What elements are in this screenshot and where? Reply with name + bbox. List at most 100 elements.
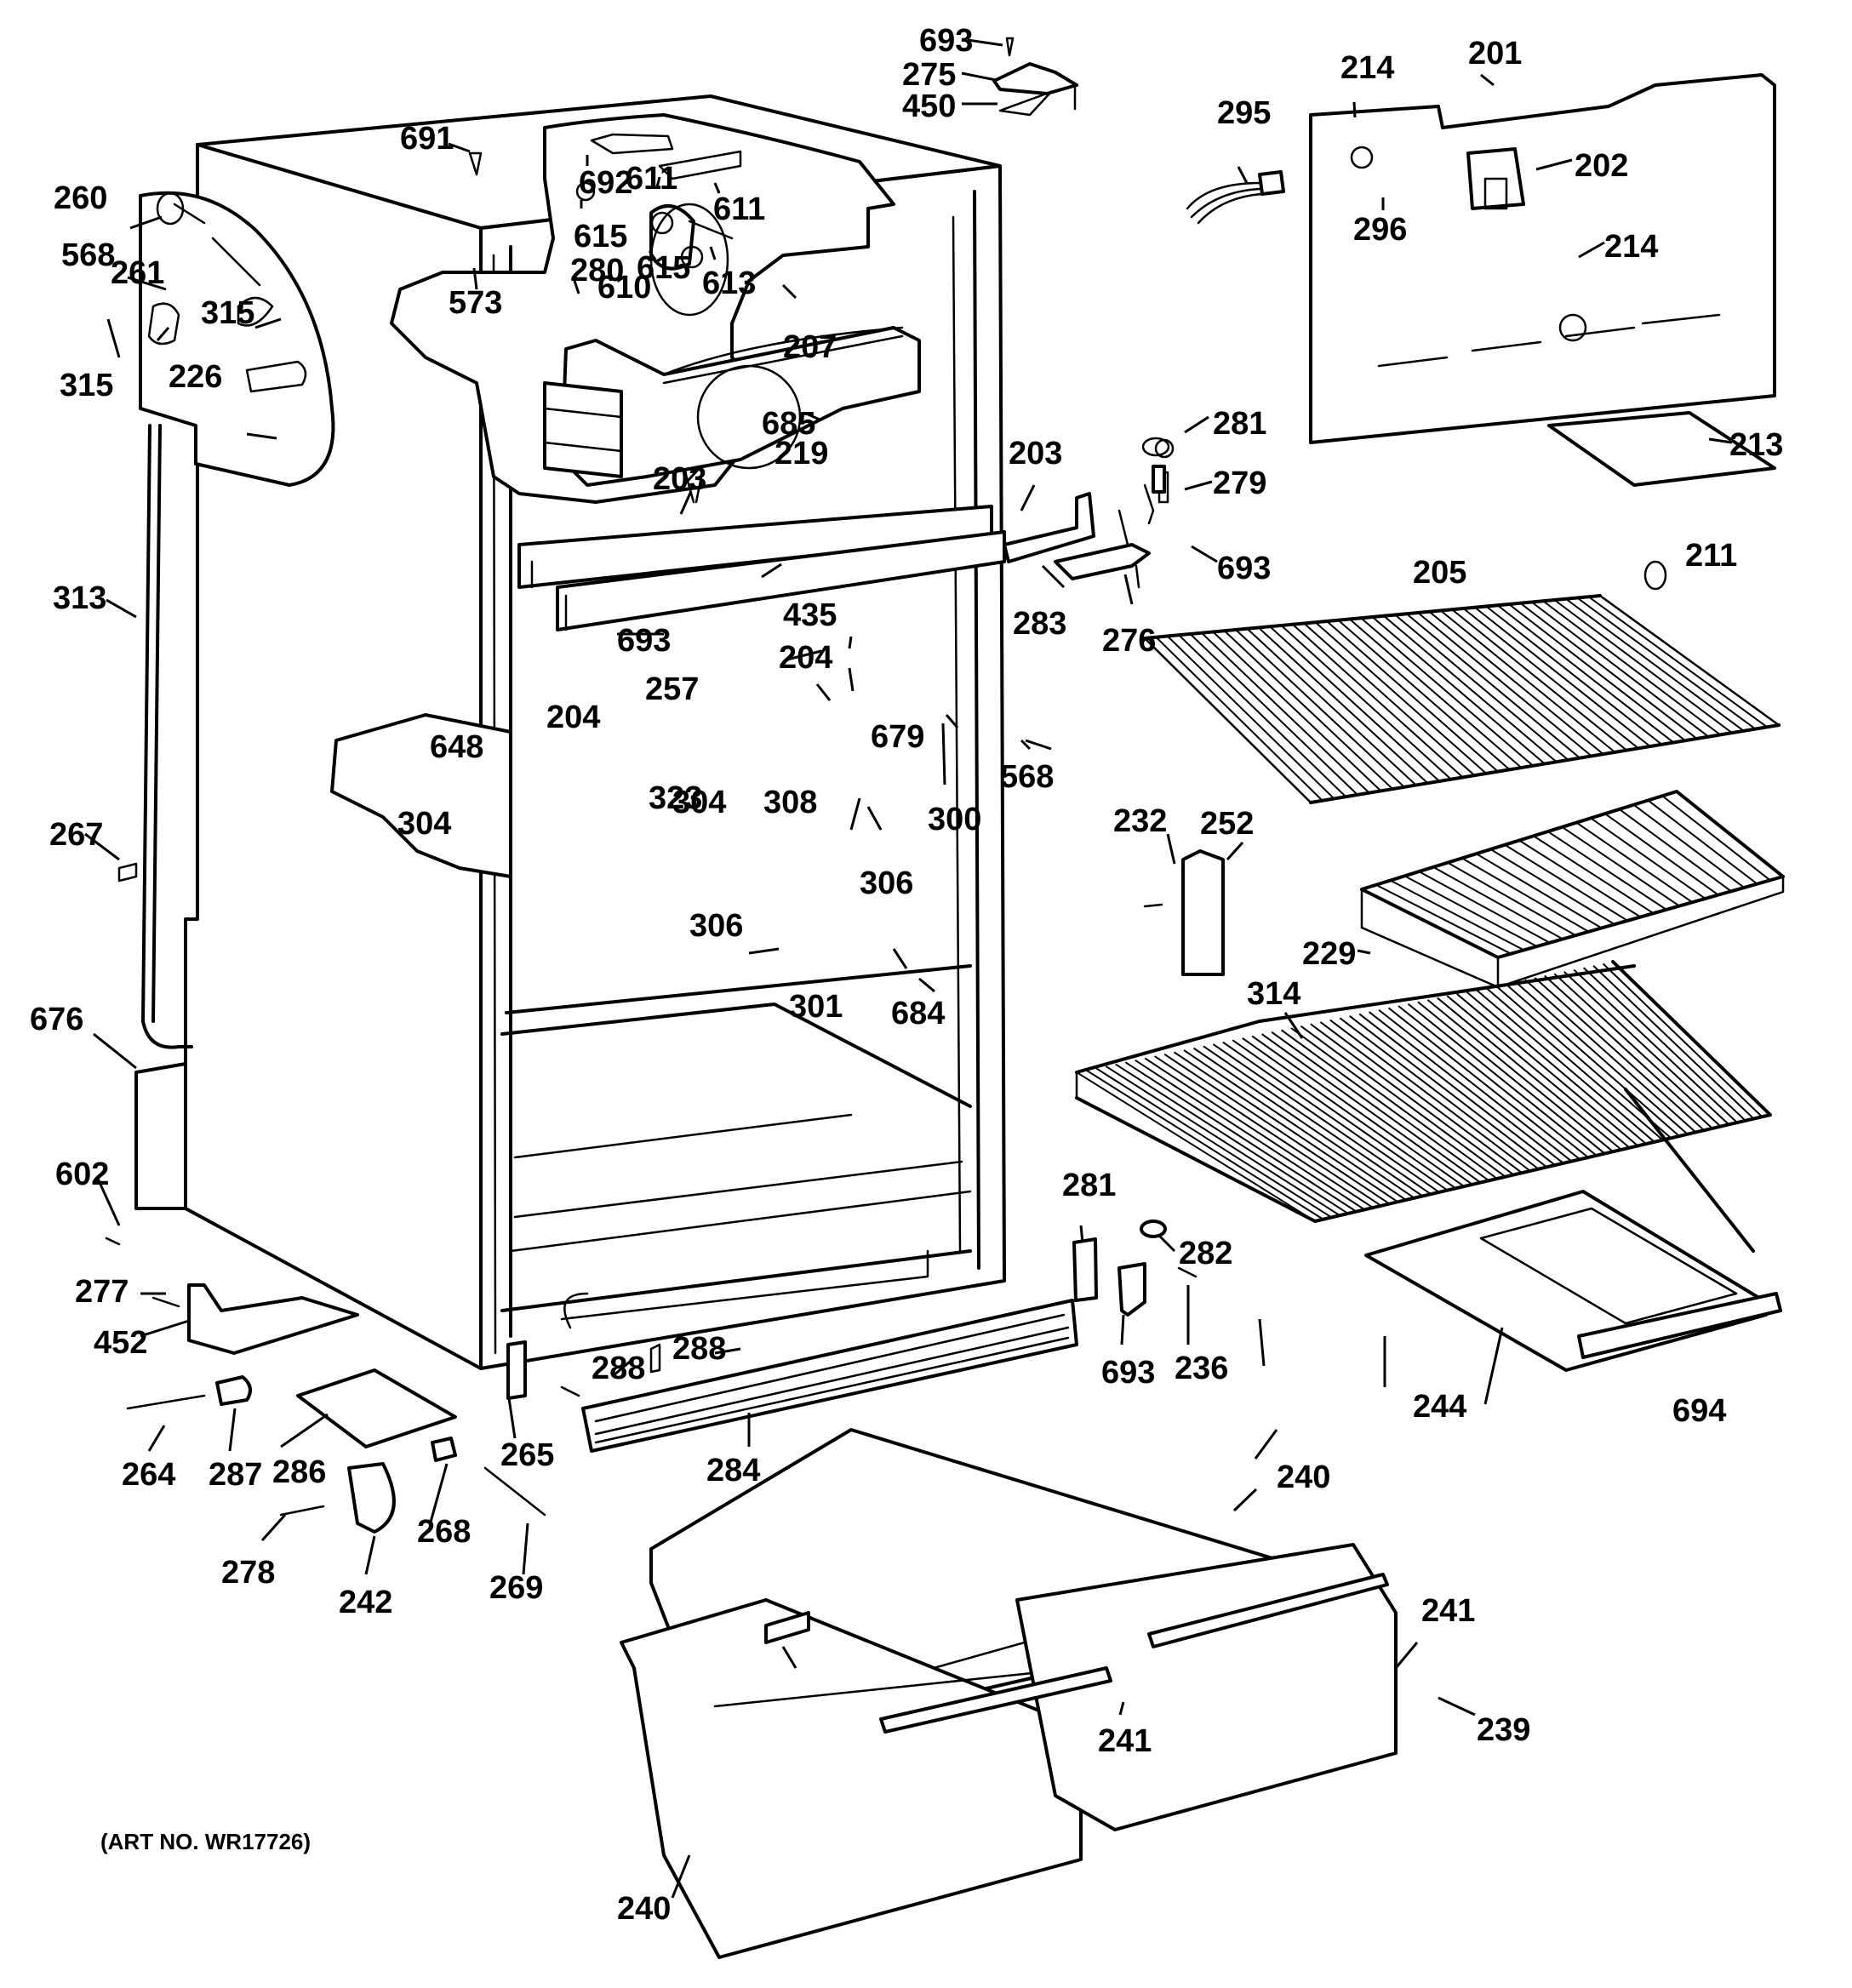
part-label[interactable]: 229 — [1302, 936, 1356, 972]
part-label[interactable]: 611 — [713, 191, 765, 227]
part-label[interactable]: 648 — [430, 729, 483, 765]
part-label[interactable]: 281 — [1213, 406, 1266, 442]
shelf-rib — [1339, 1017, 1540, 1170]
part-label[interactable]: 204 — [779, 640, 832, 676]
part-label[interactable]: 288 — [672, 1331, 726, 1367]
part-label[interactable]: 214 — [1340, 50, 1394, 86]
part-label[interactable]: 568 — [61, 237, 115, 273]
shelf-rib — [1360, 617, 1534, 767]
shelf-rib — [1582, 967, 1746, 1122]
part-label[interactable]: 692 — [579, 165, 632, 201]
part-label[interactable]: 257 — [645, 671, 699, 707]
part-label[interactable]: 684 — [891, 996, 945, 1031]
part-label[interactable]: 240 — [617, 1891, 671, 1927]
part-label[interactable]: 203 — [653, 461, 706, 497]
part-label[interactable]: 261 — [111, 255, 164, 291]
part-label[interactable]: 296 — [1353, 212, 1407, 248]
part-label[interactable]: 219 — [775, 436, 828, 471]
part-label[interactable]: 282 — [1179, 1236, 1232, 1271]
part-label[interactable]: 308 — [763, 785, 817, 820]
shelf-rib — [1553, 973, 1722, 1128]
part-label[interactable]: 276 — [1102, 623, 1156, 659]
part-label[interactable]: 300 — [928, 802, 981, 837]
part-label[interactable]: 314 — [1247, 976, 1300, 1012]
part-label[interactable]: 203 — [1009, 436, 1062, 471]
part-label[interactable]: 232 — [1113, 803, 1167, 839]
part-label[interactable]: 613 — [702, 266, 756, 301]
part-label[interactable]: 214 — [1604, 229, 1658, 265]
part-label[interactable]: 213 — [1729, 427, 1783, 463]
shelf-rib — [1167, 635, 1335, 800]
part-label[interactable]: 205 — [1413, 555, 1466, 591]
part-label[interactable]: 278 — [221, 1555, 275, 1591]
part-label[interactable]: 241 — [1421, 1593, 1475, 1629]
part-label[interactable]: 202 — [1575, 148, 1628, 184]
part-label[interactable]: 268 — [417, 1514, 471, 1550]
part-label[interactable]: 679 — [871, 719, 924, 755]
part-label[interactable]: 201 — [1468, 36, 1522, 71]
part-label[interactable]: 252 — [1200, 806, 1254, 842]
part-label[interactable]: 211 — [1685, 538, 1737, 574]
shelf-rib — [1576, 597, 1757, 730]
part-label[interactable]: 295 — [1217, 95, 1271, 131]
part-label[interactable]: 450 — [902, 89, 956, 124]
shelf-rib — [1246, 628, 1417, 786]
shelf-rib — [1497, 604, 1674, 744]
part-label[interactable]: 236 — [1175, 1351, 1228, 1386]
part-label[interactable]: 615 — [637, 250, 690, 286]
part-label[interactable]: 301 — [789, 989, 843, 1025]
part-label[interactable]: 204 — [546, 700, 600, 735]
part-label[interactable]: 244 — [1413, 1389, 1466, 1425]
roller-278 — [347, 1462, 396, 1534]
shelf-rib — [1292, 624, 1464, 779]
part-label[interactable]: 304 — [397, 806, 451, 842]
part-label[interactable]: 264 — [122, 1457, 175, 1493]
part-label[interactable]: 267 — [49, 817, 103, 853]
part-label[interactable]: 611 — [626, 161, 677, 197]
part-label[interactable]: 323 — [649, 780, 702, 816]
part-label[interactable]: 207 — [783, 329, 837, 365]
part-label[interactable]: 281 — [1062, 1168, 1116, 1203]
part-label[interactable]: 315 — [201, 295, 254, 331]
part-label[interactable]: 602 — [55, 1157, 109, 1192]
part-label[interactable]: 269 — [489, 1570, 543, 1606]
part-label[interactable]: 242 — [339, 1585, 392, 1620]
part-label[interactable]: 568 — [1000, 759, 1054, 795]
part-label[interactable]: 265 — [500, 1437, 554, 1473]
part-label[interactable]: 306 — [860, 865, 913, 901]
part-label[interactable]: 693 — [1217, 551, 1271, 586]
part-label[interactable]: 615 — [574, 219, 627, 254]
part-label[interactable]: 277 — [75, 1274, 129, 1310]
part-label[interactable]: 279 — [1213, 466, 1266, 501]
part-label[interactable]: 306 — [689, 908, 743, 944]
part-label[interactable]: 694 — [1672, 1393, 1726, 1429]
part-label[interactable]: 693 — [1101, 1355, 1155, 1391]
part-label[interactable]: 313 — [53, 580, 106, 616]
part-label[interactable]: 288 — [592, 1351, 645, 1386]
part-label[interactable]: 286 — [272, 1454, 326, 1490]
part-label[interactable]: 435 — [783, 597, 837, 633]
part-label[interactable]: 283 — [1013, 606, 1066, 642]
part-label[interactable]: 275 — [902, 57, 956, 93]
shelf-rib — [1565, 597, 1745, 732]
part-label[interactable]: 693 — [919, 23, 973, 59]
part-label[interactable]: 280 — [570, 253, 624, 288]
part-label[interactable]: 239 — [1477, 1712, 1530, 1748]
shelf-rib — [1394, 614, 1569, 761]
part-label[interactable]: 315 — [60, 368, 113, 403]
part-label[interactable]: 304 — [672, 785, 726, 820]
part-label[interactable]: 284 — [706, 1453, 760, 1488]
part-label[interactable]: 685 — [762, 406, 815, 442]
part-label[interactable]: 287 — [209, 1457, 262, 1493]
part-label[interactable]: 573 — [449, 285, 502, 321]
part-label[interactable]: 691 — [400, 121, 454, 157]
part-label[interactable]: 452 — [94, 1325, 147, 1361]
part-label[interactable]: 241 — [1098, 1723, 1152, 1759]
part-label[interactable]: 226 — [169, 359, 222, 395]
part-label[interactable]: 260 — [54, 180, 107, 216]
part-label[interactable]: 610 — [597, 270, 651, 306]
shelf-rib — [1519, 602, 1698, 740]
part-label[interactable]: 693 — [617, 623, 671, 659]
part-label[interactable]: 240 — [1277, 1460, 1330, 1495]
part-label[interactable]: 676 — [30, 1002, 83, 1037]
